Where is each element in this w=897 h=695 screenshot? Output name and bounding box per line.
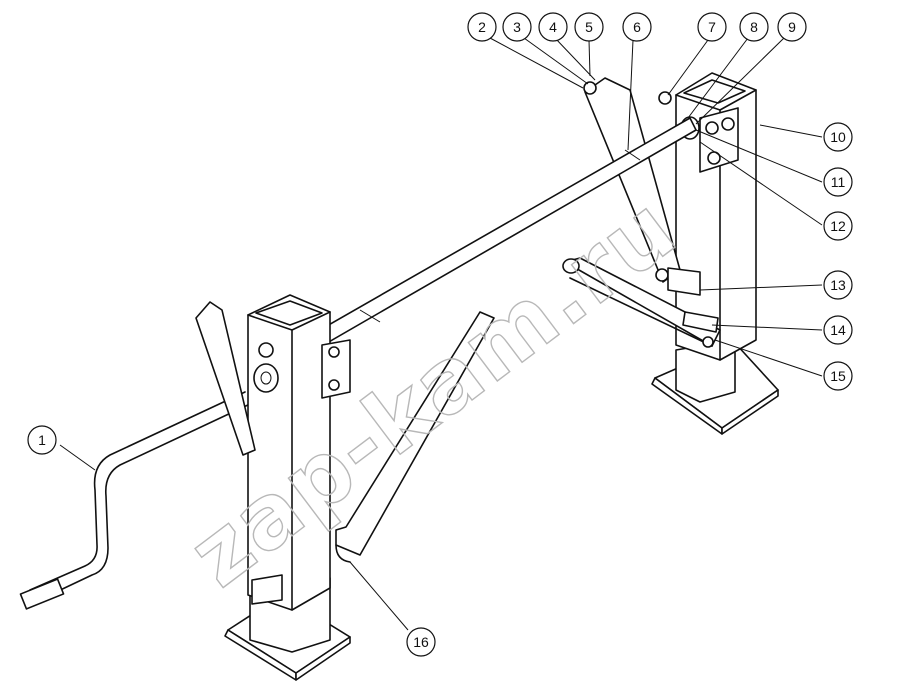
callout-13-label: 13	[830, 277, 846, 293]
left-support-leg	[224, 294, 351, 681]
callout-1: 1	[27, 425, 57, 455]
callout-12: 12	[823, 211, 853, 241]
right-brace	[583, 77, 701, 296]
left-brace-rear	[195, 301, 256, 456]
callout-16: 16	[406, 627, 436, 657]
callout-12-label: 12	[830, 218, 846, 234]
callout-15: 15	[823, 361, 853, 391]
callout-15-label: 15	[830, 368, 846, 384]
callout-8-label: 8	[750, 19, 758, 35]
callout-16-label: 16	[413, 634, 429, 650]
callout-4-label: 4	[549, 19, 557, 35]
callout-13: 13	[823, 270, 853, 300]
callout-4: 4	[538, 12, 568, 42]
callout-10: 10	[823, 122, 853, 152]
callout-3-label: 3	[513, 19, 521, 35]
callout-1-label: 1	[38, 432, 46, 448]
callout-3: 3	[502, 12, 532, 42]
callout-10-label: 10	[830, 129, 846, 145]
callout-5: 5	[574, 12, 604, 42]
callout-11: 11	[823, 167, 853, 197]
callout-7-label: 7	[708, 19, 716, 35]
callout-14-label: 14	[830, 322, 846, 338]
callout-7: 7	[697, 12, 727, 42]
callout-8: 8	[739, 12, 769, 42]
left-strut	[335, 311, 495, 563]
crank-handle	[19, 391, 251, 610]
leader-lines	[59, 37, 823, 631]
callout-6: 6	[622, 12, 652, 42]
callout-14: 14	[823, 315, 853, 345]
callout-2-label: 2	[478, 19, 486, 35]
callout-9-label: 9	[788, 19, 796, 35]
callout-11-label: 11	[831, 174, 846, 190]
callout-5-label: 5	[585, 19, 593, 35]
callout-6-label: 6	[633, 19, 641, 35]
tie-bar	[562, 257, 721, 348]
callout-2: 2	[467, 12, 497, 42]
callout-9: 9	[777, 12, 807, 42]
